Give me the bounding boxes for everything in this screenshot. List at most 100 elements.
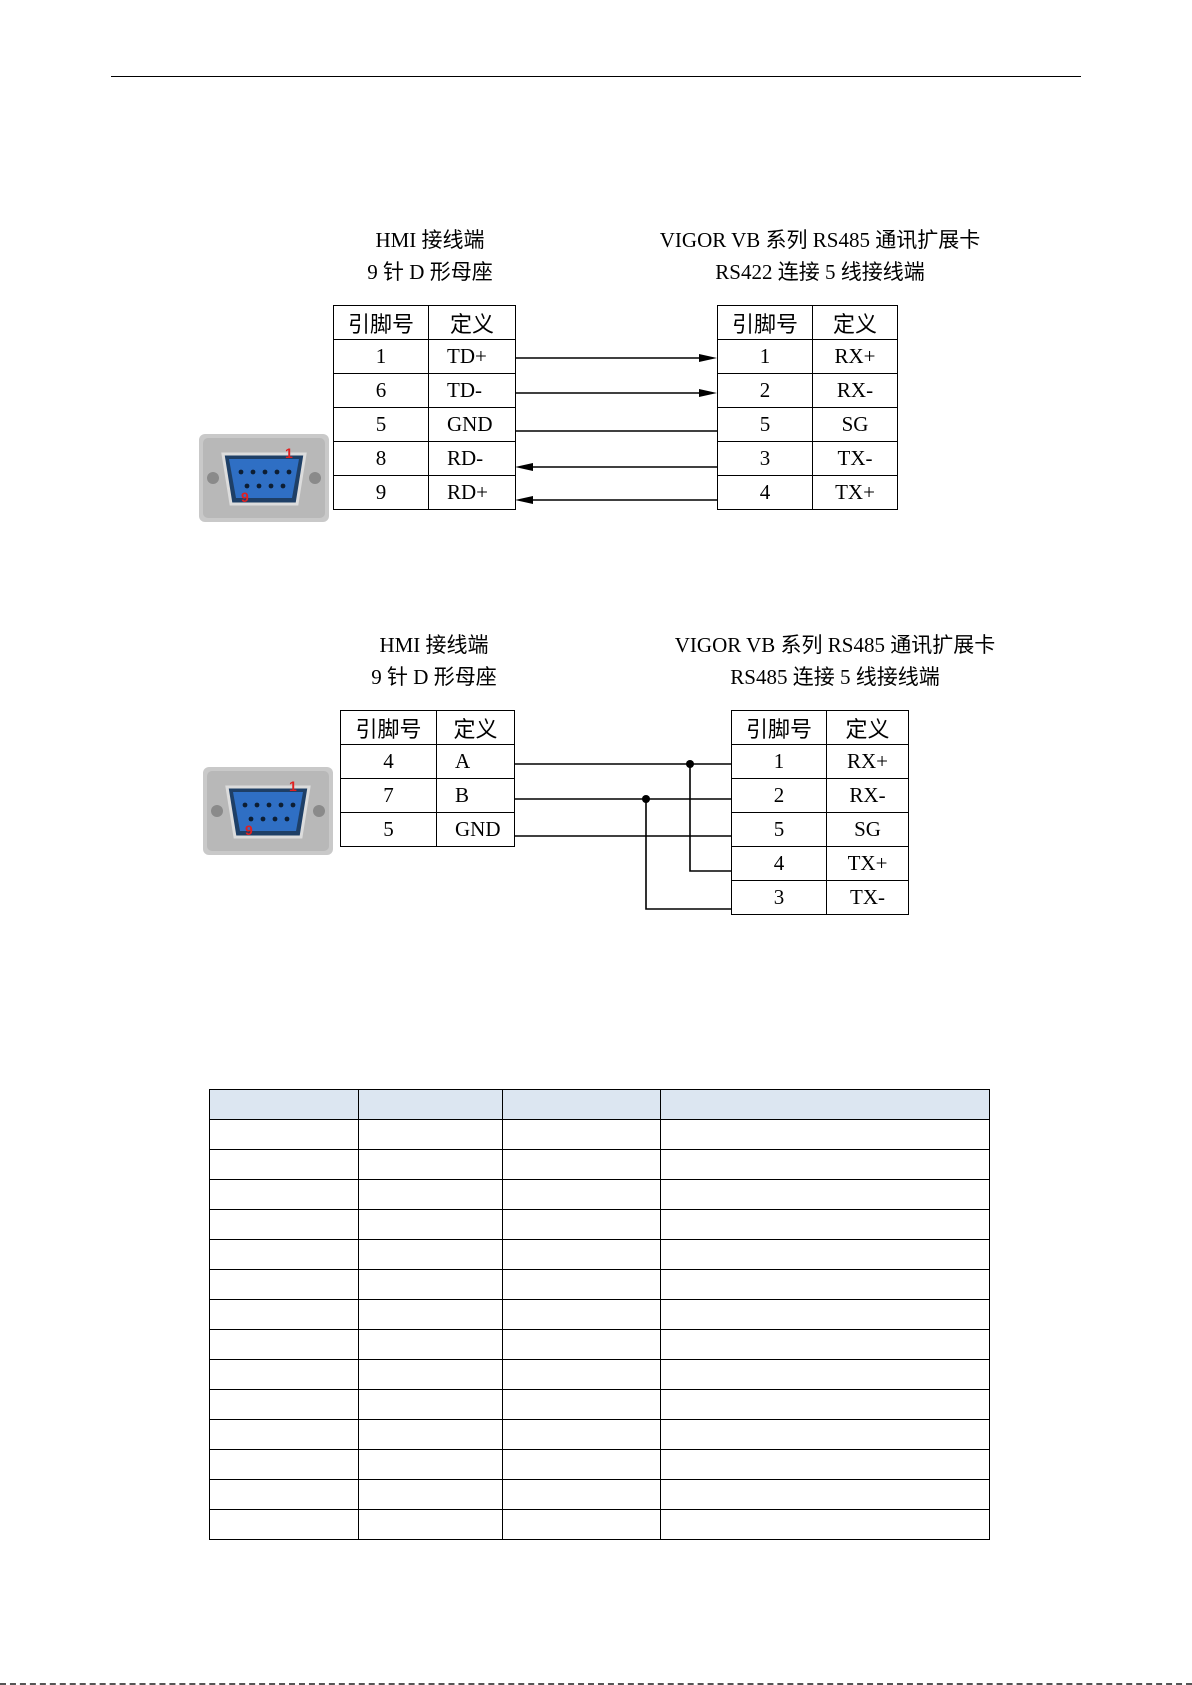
d2-card-header-def: 定义 [826,710,909,745]
d1-hmi-pin: 9 [333,475,429,510]
d2-hmi-pin: 7 [340,778,437,813]
d1-left-title-line1: HMI 接线端 [375,228,485,252]
d2-left-title-line2: 9 针 D 形母座 [371,665,497,689]
d2-junction-dot-icon [686,760,694,768]
table-row [209,1359,990,1390]
d1-connector-pin1-label: 1 [285,445,293,461]
table-row [209,1179,990,1210]
d2-right-title-line1: VIGOR VB 系列 RS485 通讯扩展卡 [674,633,996,657]
d2-card-def: SG [826,812,909,847]
d2-connector-pin1-label: 1 [289,778,297,794]
table-row [209,1389,990,1420]
header-rule [111,76,1081,77]
footer-dashed-rule [0,1683,1192,1685]
table-row [209,1449,990,1480]
d1-card-header-def: 定义 [812,305,898,340]
table-row [209,1119,990,1150]
d1-left-title-line2: 9 针 D 形母座 [367,260,493,284]
table-row [209,1209,990,1240]
d1-hmi-def: GND [428,407,516,442]
d1-right-title-line2: RS422 连接 5 线接线端 [715,260,925,284]
d2-db9-connector-image: 1 9 [203,767,333,855]
d2-hmi-def: GND [436,812,515,847]
d1-arrow-right-icon [699,354,717,362]
d1-db9-connector-image: 1 9 [199,434,329,522]
d1-card-def: TX+ [812,475,898,510]
d2-left-title: HMI 接线端 9 针 D 形母座 [344,629,524,693]
d2-card-header-row: 引脚号 定义 [731,710,909,745]
d1-hmi-def: RD- [428,441,516,476]
table-header-cell [358,1089,503,1120]
d1-card-pin: 4 [717,475,813,510]
d1-hmi-pin: 1 [333,339,429,374]
d1-card-header-pin: 引脚号 [717,305,813,340]
d1-connector-pin9-label: 9 [241,489,249,505]
table-row [209,1329,990,1360]
d1-hmi-pin: 6 [333,373,429,408]
d2-jumper-rx-minus-tx-minus [645,799,731,910]
d2-hmi-header-pin: 引脚号 [340,710,437,745]
d2-hmi-def: B [436,778,515,813]
table-row [209,1419,990,1450]
table-header-cell [209,1089,359,1120]
table-header-cell [660,1089,990,1120]
d1-arrow-left-icon [515,463,533,471]
d2-card-def: TX- [826,880,909,915]
d2-connector-pin9-label: 9 [245,822,253,838]
d1-right-title: VIGOR VB 系列 RS485 通讯扩展卡 RS422 连接 5 线接线端 [620,224,1020,288]
d2-right-title: VIGOR VB 系列 RS485 通讯扩展卡 RS485 连接 5 线接线端 [635,629,1035,693]
d2-junction-dot-icon [642,795,650,803]
d2-left-title-line1: HMI 接线端 [379,633,489,657]
d1-arrow-left-icon [515,496,533,504]
d2-card-def: TX+ [826,846,909,881]
d2-card-pin: 3 [731,880,827,915]
d2-hmi-header-def: 定义 [436,710,515,745]
d1-card-def: TX- [812,441,898,476]
table-row [209,1239,990,1270]
d1-right-title-line1: VIGOR VB 系列 RS485 通讯扩展卡 [659,228,981,252]
d2-hmi-pin: 5 [340,812,437,847]
empty-table-header-row [209,1089,990,1120]
d1-hmi-def: RD+ [428,475,516,510]
table-row [209,1149,990,1180]
d1-hmi-header-row: 引脚号 定义 [333,305,516,340]
d1-hmi-header-def: 定义 [428,305,516,340]
table-row [209,1299,990,1330]
d2-jumper-rx-plus-tx-plus [689,764,731,872]
d1-hmi-header-pin: 引脚号 [333,305,429,340]
d2-card-pin: 5 [731,812,827,847]
d2-card-def: RX- [826,778,909,813]
d1-card-def: SG [812,407,898,442]
d1-hmi-pin: 5 [333,407,429,442]
d1-arrow-right-icon [699,389,717,397]
d2-right-title-line2: RS485 连接 5 线接线端 [730,665,940,689]
d1-left-title: HMI 接线端 9 针 D 形母座 [340,224,520,288]
table-row [209,1479,990,1510]
d1-card-header-row: 引脚号 定义 [717,305,898,340]
empty-data-table [209,1089,990,1540]
table-header-cell [502,1089,661,1120]
d2-hmi-header-row: 引脚号 定义 [340,710,515,745]
d1-hmi-def: TD+ [428,339,516,374]
table-row [209,1509,990,1540]
d2-card-header-pin: 引脚号 [731,710,827,745]
